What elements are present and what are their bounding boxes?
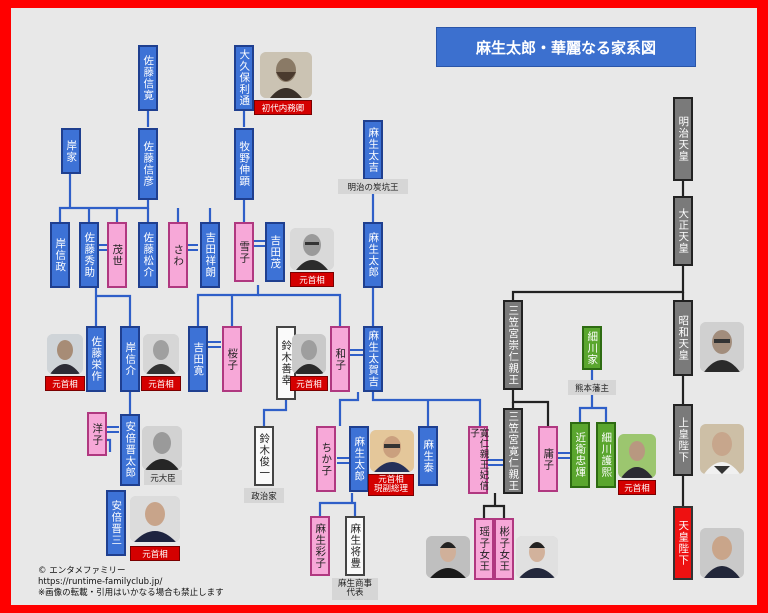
person-abe-shinzo: 安倍晋三 [106,490,126,556]
aso-shoji-title-1: 麻生商事 [337,578,372,589]
aso-taro-title-1: 元首相 [378,474,404,485]
person-kishi-nobusuke: 岸信介 [120,326,140,392]
hosokawa-title-tag: 元首相 [618,480,656,495]
person-makino-nobuaki: 牧野伸顕 [234,128,254,200]
person-princess-nobuko: 寛仁親王妃信子 [468,426,489,494]
page-title: 麻生太郎・華麗なる家系図 [437,28,695,66]
person-suzuki-shunichi: 鈴木俊一 [254,426,274,486]
person-yasuko: 庸子 [538,426,558,492]
suzuki-zenko-photo-icon [292,334,326,374]
person-emperor-meiji: 明治天皇 [673,97,693,181]
person-sawa: さわ [168,222,188,288]
aso-shoji-title-tag: 麻生商事 代表 [332,578,378,600]
person-princess-yoko: 瑶子女王 [474,518,494,580]
person-sato-matsusuke: 佐藤松介 [138,222,158,288]
person-aso-yutaka: 麻生泰 [418,426,438,486]
person-mikasa-takahito: 三笠宮崇仁親王 [503,300,523,390]
yoshida-photo-icon [290,228,334,270]
person-yoshida-shoumei: 吉田祥朗 [200,222,220,288]
footer-notice: ※画像の転載・引用はいかなる場合も禁止します [38,588,224,598]
princess-yoko-photo-icon [426,536,470,578]
person-hosokawa-morihiro: 細川護熙 [596,422,616,488]
hosokawa-photo-icon [618,434,656,478]
person-hosokawa-family: 細川家 [582,326,602,370]
suzuki-zenko-title-tag: 元首相 [290,376,328,391]
person-yoshida-shigeru: 吉田茂 [265,222,285,282]
person-sato-hidesuke: 佐藤秀助 [79,222,99,288]
person-aso-ayako: 麻生彩子 [310,516,330,576]
naruhito-photo-icon [700,528,744,578]
person-moyo: 茂世 [107,222,127,288]
person-okubo-toshimichi: 大久保利通 [234,45,254,111]
abe-shinzo-title-tag: 元首相 [130,546,180,561]
person-sato-nobuhiko: 佐藤信彦 [138,128,158,200]
person-aso-takichi: 麻生太吉 [363,120,383,180]
aso-takichi-title-tag: 明治の炭坑王 [338,179,408,194]
person-sato-eisaku: 佐藤栄作 [86,326,106,392]
person-abe-shintaro: 安倍晋太郎 [120,414,140,486]
aso-taro-photo-icon [370,430,414,472]
showa-photo-icon [700,322,744,372]
yoshida-title-tag: 元首相 [290,272,334,287]
person-kazuko: 和子 [330,326,350,392]
person-sato-nobuhiro: 佐藤信寛 [138,45,158,111]
person-konoe-tadateru: 近衛忠煇 [570,422,590,488]
abe-shintaro-photo-icon [142,426,182,470]
kishi-title-tag: 元首相 [141,376,181,391]
person-yoko: 洋子 [87,412,107,456]
abe-shintaro-title-tag: 元大臣 [144,470,182,485]
sato-eisaku-title-tag: 元首相 [45,376,85,391]
person-kishi-nobumasa: 岸信政 [50,222,70,288]
suzuki-shunichi-title-tag: 政治家 [244,488,284,503]
person-yoshida-hiroshi: 吉田寛 [188,326,208,392]
aso-taro-title-2: 現副総理 [373,484,408,494]
kumamoto-title-tag: 熊本藩主 [568,380,616,395]
person-princess-akiko: 彬子女王 [494,518,514,580]
footer-url[interactable]: https://runtime-familyclub.jp/ [38,577,163,587]
person-aso-taro-grand: 麻生太郎 [363,222,383,288]
person-emperor-taisho: 大正天皇 [673,196,693,266]
person-aso-masatoyo: 麻生将豊 [345,516,365,576]
copyright-footer: © エンタメファミリー https://runtime-familyclub.j… [38,566,224,599]
person-aso-taro: 麻生太郎 [349,426,369,492]
aso-taro-title-tag: 元首相 現副総理 [368,474,414,496]
person-yukiko: 雪子 [234,222,254,282]
akihito-photo-icon [700,424,744,474]
princess-akiko-photo-icon [516,536,558,578]
abe-shinzo-photo-icon [130,496,180,542]
person-kishi-family: 岸家 [61,128,81,174]
okubo-photo-icon [260,52,312,98]
person-emperor-showa: 昭和天皇 [673,300,693,376]
person-chikako: ちか子 [316,426,336,492]
person-emperor-current: 天皇陛下 [673,506,693,580]
person-emperor-emeritus: 上皇陛下 [673,404,693,476]
footer-copyright: © エンタメファミリー [38,566,126,576]
person-aso-takakichi: 麻生太賀吉 [363,326,383,392]
person-prince-tomohito: 三笠宮寛仁親王 [503,408,523,494]
sato-eisaku-photo-icon [47,334,83,374]
okubo-title-tag: 初代内務卿 [254,100,312,115]
kishi-photo-icon [143,334,179,374]
person-sakurako: 桜子 [222,326,242,392]
aso-shoji-title-2: 代表 [346,588,364,598]
